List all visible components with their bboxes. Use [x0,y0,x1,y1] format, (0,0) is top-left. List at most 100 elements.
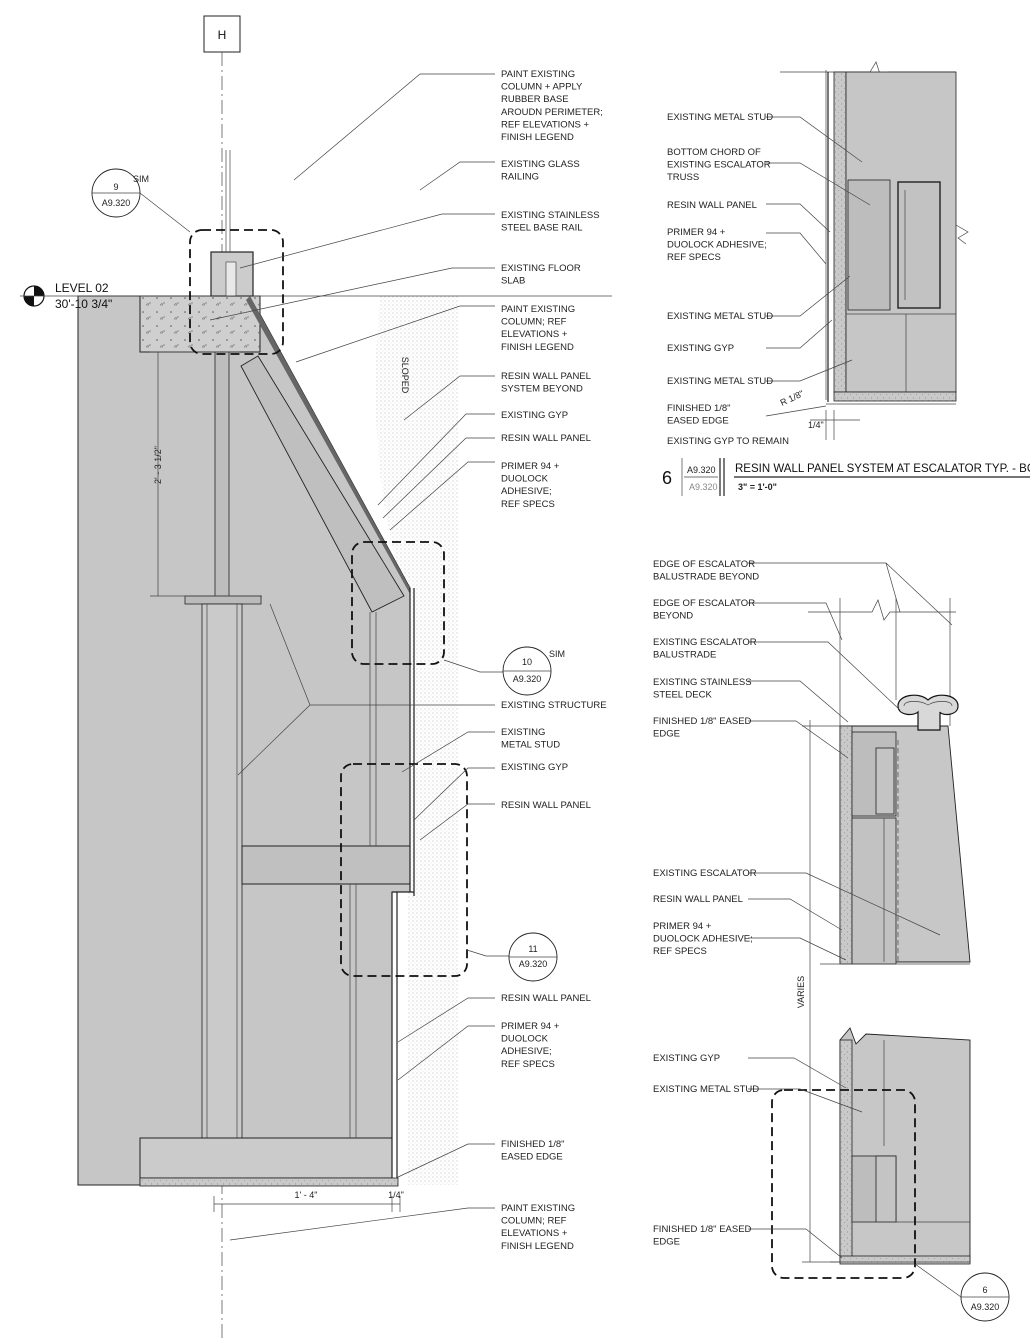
callout-9: 9 A9.320 SIM [91,168,191,233]
level-name: LEVEL 02 [55,281,109,295]
note-line: EXISTING GLASS [501,159,580,170]
note-line: REF SPECS [653,946,707,957]
note-7: EXISTING METAL STUD [667,376,773,387]
note-line: RESIN WALL PANEL [501,433,591,444]
handrail-profile [897,694,959,731]
note-line: COLUMN + APPLY [501,82,583,93]
note-line: EASED EDGE [501,1152,563,1163]
note-line: EXISTING GYP [501,762,568,773]
note-8: RESIN WALL PANEL [501,433,591,444]
note-3: RESIN WALL PANEL [667,200,757,211]
detail6-leaders [765,116,871,417]
note-line: FINISHED 1/8" EASED [653,716,752,727]
note-line: STEEL DECK [653,690,712,701]
detail6-dim: 1/4" [808,420,824,430]
note-line: FINISH LEGEND [501,1241,574,1252]
level-elevation: 30'-10 3/4" [55,297,112,311]
note-6: EXISTING GYP [667,343,734,354]
note-line: REF SPECS [667,252,721,263]
note-line: EXISTING GYP [667,343,734,354]
note-line: BOTTOM CHORD OF [667,147,761,158]
note-line: METAL STUD [501,740,560,751]
note-7: EXISTING GYP [501,410,568,421]
left-section-detail: H [20,15,612,1340]
note-9: EXISTING GYP TO REMAIN [667,436,789,447]
callout-10-num: 10 [522,657,532,667]
callout-11-sheet: A9.320 [519,959,548,969]
detail-box-10 [351,541,445,665]
detail-box-9 [189,229,284,355]
note-line: EXISTING GYP [653,1053,720,1064]
note-line: ELEVATIONS + [501,329,568,340]
note-line: EXISTING ESCALATOR [653,868,757,879]
note-line: FINISHED 1/8" [667,403,731,414]
callout-9-tag: SIM [133,174,149,184]
callout-10: 10 A9.320 SIM [502,646,565,696]
column-mass [77,295,411,1186]
note-line: DUOLOCK ADHESIVE; [653,934,753,945]
note-line: EXISTING METAL STUD [667,112,773,123]
note-line: EXISTING [501,727,545,738]
note-line: EASED EDGE [667,416,729,427]
note-line: REF SPECS [501,499,555,510]
grid-tag: H [218,28,227,42]
note-line: FINISH LEGEND [501,342,574,353]
note-10: EXISTING STRUCTURE [501,700,607,711]
note-line: REF ELEVATIONS + [501,119,590,130]
detail-box-11 [340,763,468,977]
note-line: SLAB [501,276,525,287]
detail6-title-num: 6 [662,468,672,488]
note-line: PRIMER 94 + [501,1021,560,1032]
note-line: PRIMER 94 + [653,921,712,932]
callout-11-num: 11 [528,944,537,954]
note-line: RESIN WALL PANEL [653,894,743,905]
detail6-radius: R 1/8" [779,388,806,408]
callout-9-sheet: A9.320 [102,198,131,208]
note-line: REF SPECS [501,1059,555,1070]
dim-vertical: 2' - 3 1/2" [153,446,163,484]
note-line: RESIN WALL PANEL [501,993,591,1004]
note-5: EXISTING METAL STUD [667,311,773,322]
steel-column [214,351,230,598]
note-line: AROUDN PERIMETER; [501,107,603,118]
note-line: EXISTING ESCALATOR [653,637,757,648]
note-line: COLUMN; REF [501,317,567,328]
note-5: FINISHED 1/8" EASED EDGE [653,716,752,740]
note-12: EXISTING GYP [501,762,568,773]
note-4: PRIMER 94 +DUOLOCK ADHESIVE;REF SPECS [667,227,767,263]
detail-box-6 [771,1089,916,1279]
note-6: EXISTING ESCALATOR [653,868,757,879]
note-line: PRIMER 94 + [501,461,560,472]
note-8: PRIMER 94 + DUOLOCK ADHESIVE;REF SPECS [653,921,753,957]
note-line: EDGE [653,729,680,740]
callout-9-num: 9 [113,182,118,192]
detail6-title: RESIN WALL PANEL SYSTEM AT ESCALATOR TYP… [735,463,1030,475]
note-line: ADHESIVE; [501,486,552,497]
note-line: ELEVATIONS + [501,1228,568,1239]
note-line: RESIN WALL PANEL [501,800,591,811]
note-line: PRIMER 94 + [667,227,726,238]
note-line: PAINT EXISTING [501,304,575,315]
note-line: EXISTING METAL STUD [667,311,773,322]
note-line: EXISTING GYP TO REMAIN [667,436,789,447]
note-14: RESIN WALL PANEL [501,993,591,1004]
note-13: RESIN WALL PANEL [501,800,591,811]
left-leaders [209,73,510,1241]
sloped-label: SLOPED [400,357,410,394]
note-line: STEEL BASE RAIL [501,223,583,234]
note-10: EXISTING METAL STUD [653,1084,759,1095]
callout-6-sheet: A9.320 [971,1302,1000,1312]
detail6-title-sheet: A9.320 [687,465,716,475]
